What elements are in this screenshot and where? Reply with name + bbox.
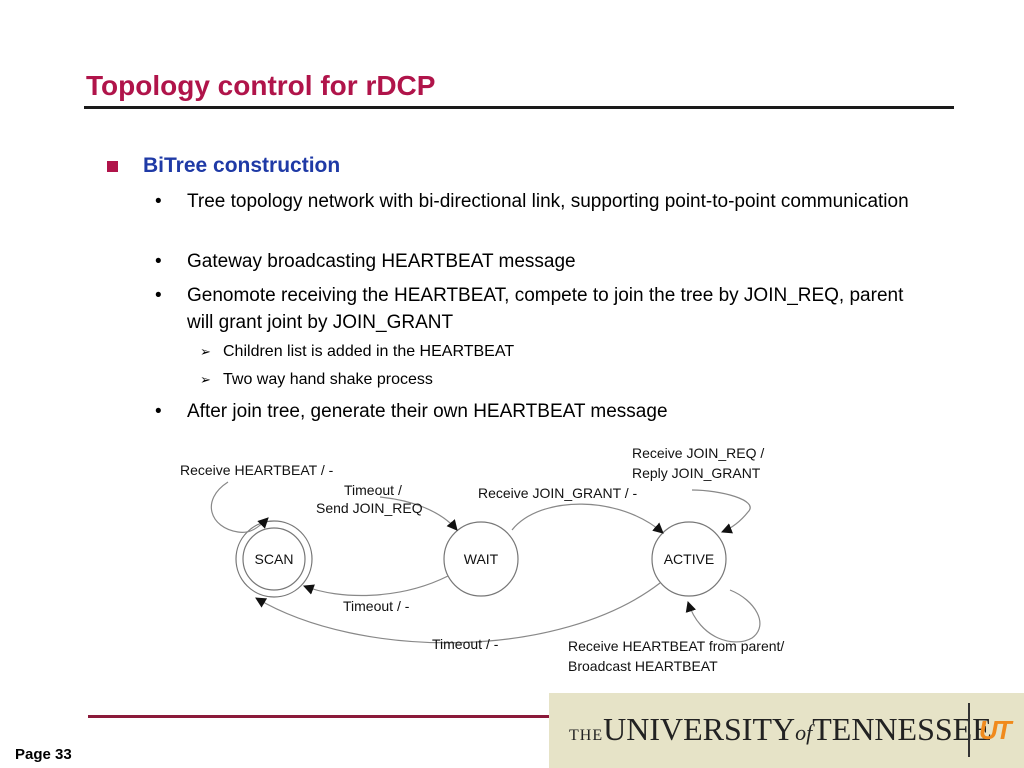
university-logo: THEUNIVERSITYofTENNESSEE UT xyxy=(549,693,1024,768)
label-active-self-top-2: Reply JOIN_GRANT xyxy=(632,465,761,481)
label-scan-wait-2: Send JOIN_REQ xyxy=(316,500,423,516)
bullet-item: • Gateway broadcasting HEARTBEAT message xyxy=(155,248,915,275)
bullet-item: • Tree topology network with bi-directio… xyxy=(155,188,915,215)
logo-university: UNIVERSITY xyxy=(603,711,796,747)
label-active-self-bottom-2: Broadcast HEARTBEAT xyxy=(568,658,718,674)
label-wait-scan: Timeout / - xyxy=(343,598,410,614)
university-logo-text: THEUNIVERSITYofTENNESSEE xyxy=(569,711,992,748)
bullet-text: Gateway broadcasting HEARTBEAT message xyxy=(187,251,576,272)
label-active-self-bottom-1: Receive HEARTBEAT from parent/ xyxy=(568,638,784,654)
label-scan-wait-1: Timeout / xyxy=(344,482,402,498)
logo-the: THE xyxy=(569,727,604,744)
dot-bullet-icon: • xyxy=(155,401,162,422)
transition-active-self-top xyxy=(691,489,751,534)
dot-bullet-icon: • xyxy=(155,251,162,272)
sub-bullet-text: Two way hand shake process xyxy=(223,371,433,388)
dot-bullet-icon: • xyxy=(155,285,162,306)
square-bullet-icon xyxy=(107,160,118,172)
ut-logo-icon: UT xyxy=(979,715,1012,745)
transition-active-scan xyxy=(255,582,661,644)
page-number: Page 33 xyxy=(15,746,72,763)
section-heading-text: BiTree construction xyxy=(143,154,341,177)
title-divider xyxy=(84,106,954,109)
logo-tennessee: TENNESSEE xyxy=(812,711,992,747)
slide-title: Topology control for rDCP xyxy=(86,70,436,101)
section-heading: BiTree construction xyxy=(107,154,340,178)
transition-wait-scan xyxy=(302,575,449,597)
label-scan-self: Receive HEARTBEAT / - xyxy=(180,462,334,478)
footer-divider xyxy=(88,715,553,718)
label-wait-active: Receive JOIN_GRANT / - xyxy=(478,485,638,501)
state-wait-label: WAIT xyxy=(464,551,499,567)
bullet-text: After join tree, generate their own HEAR… xyxy=(187,401,668,422)
dot-bullet-icon: • xyxy=(155,191,162,212)
transition-scan-wait xyxy=(379,496,458,531)
logo-of: of xyxy=(795,720,813,745)
sub-bullet-item: ➢ Children list is added in the HEARTBEA… xyxy=(200,342,514,362)
transition-scan-self xyxy=(210,481,269,533)
label-active-self-top-1: Receive JOIN_REQ / xyxy=(632,445,764,461)
bullet-item: • After join tree, generate their own HE… xyxy=(155,398,915,425)
state-scan-label: SCAN xyxy=(255,551,294,567)
state-scan: SCAN xyxy=(235,520,313,598)
logo-divider xyxy=(968,703,970,757)
state-active-label: ACTIVE xyxy=(664,551,715,567)
sub-bullet-text: Children list is added in the HEARTBEAT xyxy=(223,343,515,360)
label-active-scan: Timeout / - xyxy=(432,636,499,652)
bullet-text: Genomote receiving the HEARTBEAT, compet… xyxy=(187,285,904,333)
state-active: ACTIVE xyxy=(651,521,727,597)
bullet-item: • Genomote receiving the HEARTBEAT, comp… xyxy=(155,282,915,336)
arrow-bullet-icon: ➢ xyxy=(200,344,211,359)
transition-active-self-bottom xyxy=(685,589,761,643)
arrow-bullet-icon: ➢ xyxy=(200,372,211,387)
bullet-text: Tree topology network with bi-directiona… xyxy=(187,191,909,212)
sub-bullet-item: ➢ Two way hand shake process xyxy=(200,370,433,390)
state-wait: WAIT xyxy=(443,521,519,597)
transition-wait-active xyxy=(511,503,664,534)
